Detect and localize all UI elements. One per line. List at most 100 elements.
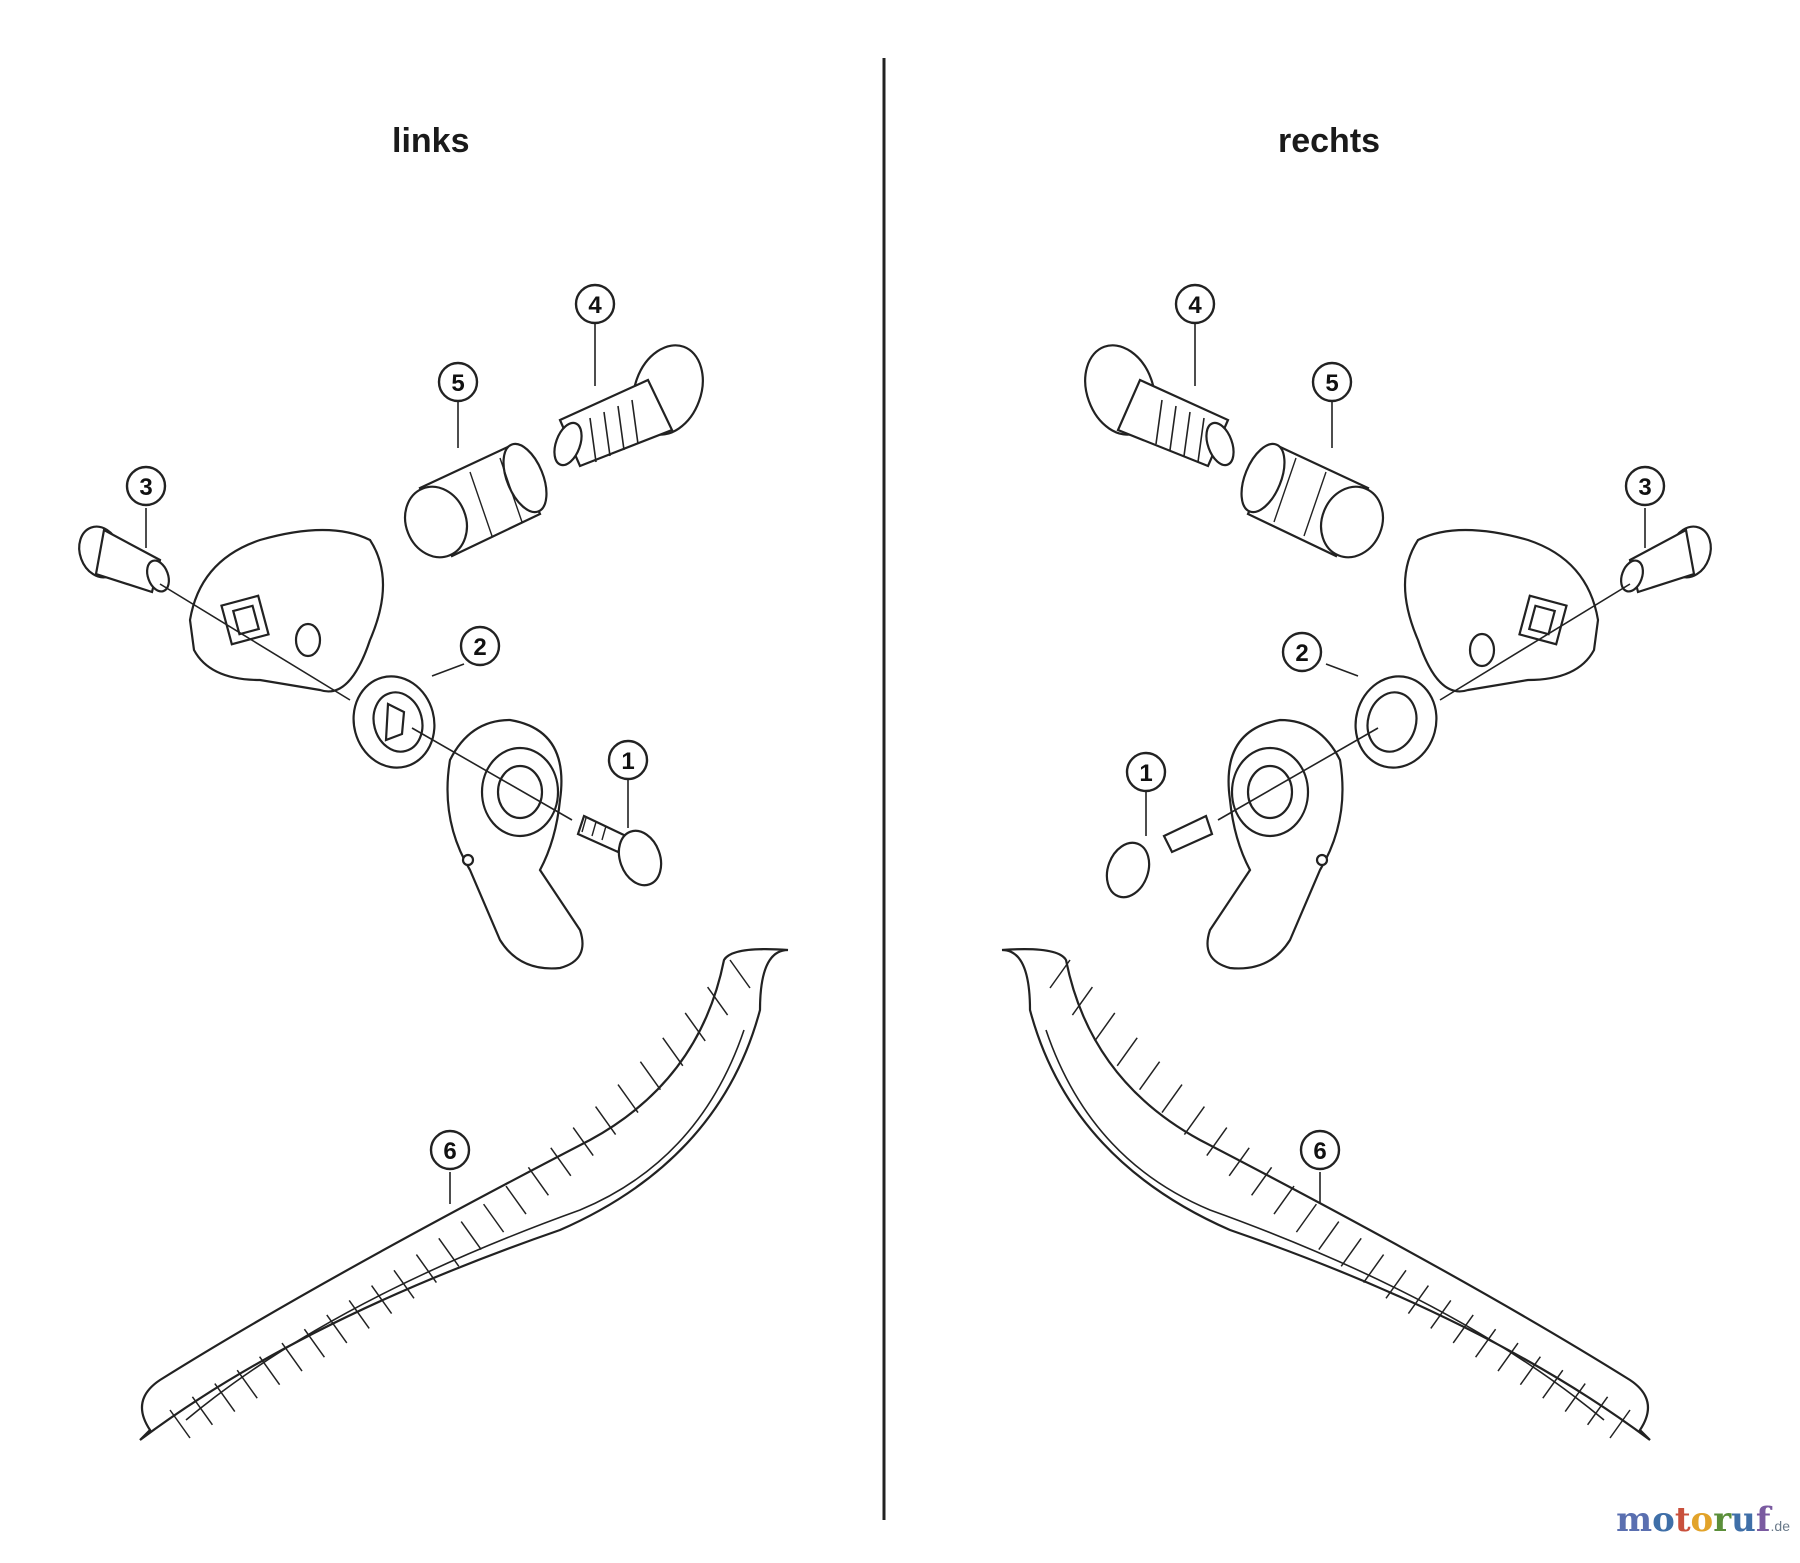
left-callout-6-label: 6 [443, 1138, 456, 1165]
right-callout-6-label: 6 [1313, 1138, 1326, 1165]
grip-segment-line [550, 1147, 572, 1177]
watermark-tld: .de [1770, 1518, 1790, 1534]
grip-segment-line [1318, 1221, 1340, 1250]
grip-segment-line [1407, 1285, 1430, 1315]
grip-segment-line [1138, 1061, 1161, 1091]
left-callout-5-label: 5 [451, 370, 464, 397]
watermark-letter: f [1755, 1500, 1771, 1540]
left-leader-lines [145, 324, 629, 1204]
left-shift-lever [446, 718, 584, 970]
right-part-6-grip [1001, 948, 1651, 1441]
right-part-5-sleeve [1240, 442, 1385, 559]
right-callout-6: 6 [1299, 1129, 1341, 1171]
motoruf-watermark-logo: motoruf.de [1616, 1500, 1790, 1540]
grip-segment-line [1519, 1356, 1542, 1386]
left-callout-4-label: 4 [588, 292, 602, 319]
left-callout-4: 4 [574, 283, 616, 325]
left-grip-segments [169, 959, 751, 1439]
right-callout-2-label: 2 [1295, 640, 1308, 667]
grip-segment-line [1340, 1237, 1362, 1267]
grip-segment-line [326, 1314, 348, 1344]
watermark-letter: u [1731, 1500, 1756, 1540]
right-callout-5-label: 5 [1325, 370, 1338, 397]
grip-segment-line [236, 1369, 258, 1399]
right-part-3-bushing [1620, 525, 1712, 594]
grip-segment-line [460, 1221, 482, 1250]
right-callout-1: 1 [1125, 751, 1167, 793]
left-assembly [78, 324, 789, 1441]
grip-segment-line [617, 1084, 639, 1113]
grip-segment-line [527, 1166, 550, 1196]
grip-segment-line [572, 1127, 594, 1157]
watermark-letter: m [1616, 1500, 1653, 1540]
left-part-3-bushing [78, 525, 170, 594]
right-part-1-screw [1105, 814, 1214, 899]
grip-segment-line [1049, 959, 1071, 989]
grip-segment-line [1094, 1012, 1116, 1042]
grip-segment-line [662, 1037, 684, 1067]
left-callout-2: 2 [459, 625, 501, 667]
grip-segment-line [706, 986, 729, 1016]
grip-segment-line [303, 1328, 326, 1358]
left-part-5-sleeve [403, 442, 548, 559]
left-part-1-screw [576, 814, 663, 887]
grip-segment-line [370, 1285, 393, 1315]
grip-segment-line [348, 1300, 370, 1329]
watermark-letter: o [1690, 1500, 1714, 1540]
left-callouts: 1 2 3 4 5 6 [125, 283, 649, 1171]
right-callout-2: 2 [1281, 631, 1323, 673]
grip-segment-line [639, 1061, 662, 1091]
watermark-letter: o [1652, 1500, 1675, 1540]
grip-segment-line [1183, 1106, 1206, 1135]
left-callout-5: 5 [437, 361, 479, 403]
right-callout-3: 3 [1624, 465, 1666, 507]
right-side-title: rechts [1278, 122, 1381, 160]
grip-segment-line [1586, 1396, 1609, 1426]
right-callout-1-label: 1 [1139, 760, 1152, 787]
right-housing [1404, 528, 1600, 693]
grip-segment-line [1295, 1203, 1318, 1233]
grip-segment-line [1564, 1383, 1586, 1412]
grip-segment-line [438, 1237, 460, 1267]
left-callout-6: 6 [429, 1129, 471, 1171]
grip-segment-line [594, 1106, 617, 1135]
grip-segment-line [191, 1396, 214, 1426]
grip-segment-line [1474, 1328, 1497, 1358]
left-side-title: links [392, 122, 470, 160]
grip-segment-line [1542, 1369, 1564, 1399]
grip-segment-line [1452, 1314, 1474, 1344]
grip-segment-line [684, 1012, 706, 1042]
right-assembly [1001, 324, 1712, 1441]
left-part-4-bolt [553, 344, 704, 468]
left-callout-2-label: 2 [473, 634, 486, 661]
left-callout-3-label: 3 [139, 474, 152, 501]
grip-segment-line [258, 1356, 281, 1386]
watermark-letter: t [1674, 1500, 1691, 1540]
grip-segment-line [214, 1383, 236, 1412]
grip-segment-line [1161, 1084, 1183, 1113]
left-callout-1: 1 [607, 739, 649, 781]
grip-segment-line [482, 1203, 505, 1233]
grip-segment-line [415, 1254, 438, 1284]
grip-segment-line [1609, 1409, 1631, 1439]
right-callouts: 1 2 3 4 5 6 [1125, 283, 1666, 1171]
right-callout-5: 5 [1311, 361, 1353, 403]
left-callout-1-label: 1 [621, 748, 634, 775]
grip-segment-line [169, 1409, 191, 1439]
grip-segment-line [1273, 1185, 1295, 1215]
grip-segment-line [1497, 1342, 1519, 1372]
left-callout-3: 3 [125, 465, 167, 507]
left-part-2-ring [352, 675, 436, 769]
right-part-2-ring [1354, 675, 1438, 769]
grip-segment-line [1071, 986, 1094, 1016]
grip-segment-line [729, 959, 751, 989]
left-part-6-grip [139, 948, 789, 1441]
grip-segment-line [281, 1342, 303, 1372]
right-shift-lever [1206, 718, 1344, 970]
grip-segment-line [1206, 1127, 1228, 1157]
grip-segment-line [1228, 1147, 1250, 1177]
right-part-4-bolt [1084, 344, 1235, 468]
right-callout-4-label: 4 [1188, 292, 1202, 319]
